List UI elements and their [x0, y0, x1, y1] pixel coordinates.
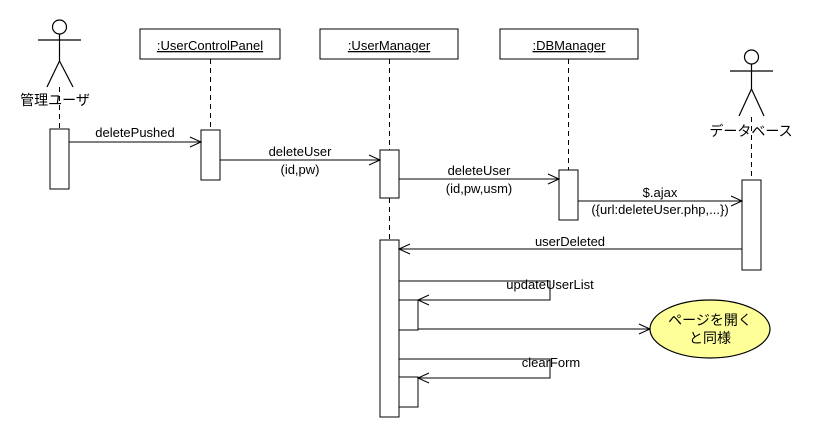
message-user-deleted: userDeleted	[397, 234, 742, 255]
message-clear-form: clearForm	[399, 355, 581, 384]
message-delete-pushed-arrowhead-icon	[189, 136, 203, 148]
message-delete-user-1-arrowhead-icon	[368, 154, 382, 166]
object-box-usermanager	[319, 28, 459, 60]
object-label-usercontrolpanel: :UserControlPanel	[157, 38, 263, 53]
message-update-user-list-line	[399, 280, 551, 301]
message-delete-user-2-label: deleteUser	[448, 163, 512, 178]
activation-usermanager-2	[379, 239, 400, 418]
actor-database-head	[743, 49, 760, 65]
activation-usermanager-nested-1	[398, 299, 419, 331]
message-delete-user-2-arrowhead-icon	[547, 173, 561, 185]
activation-usercontrolpanel	[200, 129, 221, 181]
activation-dbmanager	[558, 169, 579, 221]
actor-admin-leg-right	[58, 60, 74, 88]
activation-usermanager-1	[379, 149, 400, 199]
object-label-usermanager: :UserManager	[348, 38, 431, 53]
message-user-deleted-label: userDeleted	[535, 234, 605, 249]
activation-admin	[49, 128, 70, 190]
note-link	[418, 323, 652, 335]
message-ajax-args: ({url:deleteUser.php,...})	[591, 202, 728, 217]
actor-database-leg-right	[750, 88, 765, 117]
activations	[49, 128, 762, 418]
actor-admin-label: 管理ユーザ	[20, 92, 90, 108]
message-delete-user-2-args: (id,pw,usm)	[446, 181, 512, 196]
note-text-line2: と同様	[689, 330, 731, 346]
object-boxes: :UserControlPanel :UserManager :DBManage…	[139, 28, 639, 60]
actor-admin: 管理ユーザ	[20, 19, 90, 108]
message-delete-user-1: deleteUser (id,pw)	[220, 144, 382, 177]
actor-database: データベース	[709, 49, 793, 139]
message-user-deleted-arrowhead-icon	[397, 243, 411, 255]
message-delete-pushed: deletePushed	[69, 125, 203, 148]
object-box-dbmanager	[499, 28, 639, 60]
message-delete-pushed-label: deletePushed	[95, 125, 175, 140]
actor-database-label: データベース	[709, 123, 792, 139]
message-clear-form-label: clearForm	[522, 355, 581, 370]
message-ajax-arrowhead-icon	[730, 195, 744, 207]
note-ellipse	[649, 299, 771, 359]
note-text-line1: ページを開く	[668, 312, 752, 328]
actor-admin-leg-left	[46, 60, 61, 88]
lifelines	[59, 59, 752, 240]
message-ajax-label: $.ajax	[643, 185, 678, 200]
message-update-user-list-label: updateUserList	[506, 277, 594, 292]
activation-usermanager-nested-2	[398, 376, 419, 408]
actor-admin-head	[51, 19, 68, 35]
message-ajax: $.ajax ({url:deleteUser.php,...})	[578, 185, 744, 217]
message-update-user-list-arrowhead-icon	[416, 294, 430, 306]
message-delete-user-1-label: deleteUser	[269, 144, 333, 159]
object-label-dbmanager: :DBManager	[533, 38, 607, 53]
actor-database-leg-left	[738, 88, 753, 117]
message-delete-user-1-args: (id,pw)	[280, 162, 319, 177]
activation-database	[741, 179, 762, 271]
object-box-usercontrolpanel	[139, 28, 281, 60]
message-delete-user-2: deleteUser (id,pw,usm)	[399, 163, 561, 196]
note-ellipse-group: ページを開く と同様	[649, 299, 771, 359]
message-clear-form-line	[399, 358, 551, 379]
message-update-user-list: updateUserList	[399, 277, 594, 306]
message-clear-form-arrowhead-icon	[416, 372, 430, 384]
